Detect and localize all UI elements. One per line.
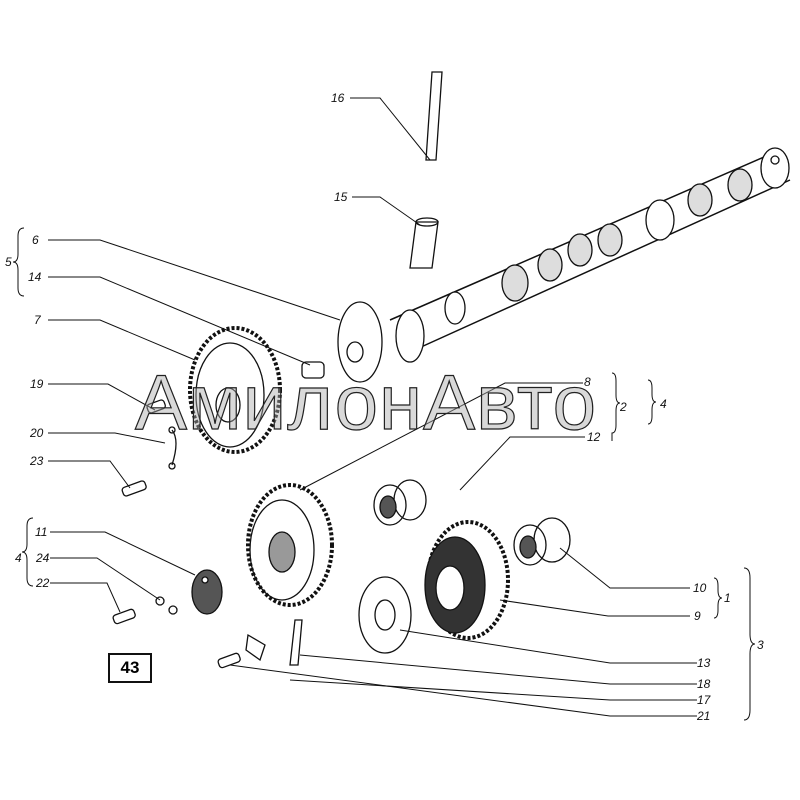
intermediate-gear — [246, 483, 334, 607]
callout-23: 23 — [30, 454, 44, 468]
callout-24: 24 — [36, 551, 50, 565]
leader-lines — [48, 97, 697, 717]
watermark: АмилонАвто — [134, 358, 598, 446]
callout-11: 11 — [35, 525, 48, 539]
callout-10: 10 — [693, 581, 707, 595]
callout-19: 19 — [30, 377, 44, 391]
camshaft-gear — [188, 326, 282, 454]
bolt-23 — [121, 480, 147, 497]
callout-16: 16 — [331, 91, 345, 105]
callout-4-right: 4 — [660, 397, 667, 411]
callout-15: 15 — [334, 190, 348, 204]
bolt-14 — [301, 361, 325, 379]
lock-plate-17 — [245, 633, 266, 662]
thrust-washer-13 — [358, 576, 412, 654]
lock-plate-20 — [168, 426, 177, 470]
callout-2: 2 — [620, 400, 627, 414]
push-rod — [425, 71, 443, 161]
callout-21: 21 — [697, 709, 711, 723]
callout-1: 1 — [724, 591, 731, 605]
flange-11 — [191, 569, 223, 615]
figure-number: 43 — [108, 653, 152, 683]
callout-8: 8 — [584, 375, 591, 389]
bolt-21 — [217, 652, 241, 669]
tappet — [409, 217, 439, 269]
callout-7: 7 — [34, 313, 41, 327]
callout-4-left: 4 — [15, 551, 22, 565]
lock-plate-24 — [155, 596, 178, 615]
callout-3: 3 — [757, 638, 764, 652]
callout-14: 14 — [28, 270, 42, 284]
bolt-22 — [112, 608, 136, 625]
callout-12: 12 — [587, 430, 601, 444]
bracket-18 — [289, 619, 303, 666]
callout-20: 20 — [30, 426, 44, 440]
crankshaft-gear — [424, 520, 510, 640]
callout-6: 6 — [32, 233, 39, 247]
camshaft — [337, 147, 791, 383]
pin-19 — [146, 399, 166, 414]
callout-17: 17 — [697, 693, 711, 707]
callout-22: 22 — [36, 576, 50, 590]
callout-5: 5 — [5, 255, 12, 269]
bushing-12 — [373, 479, 427, 526]
bushing-10 — [513, 517, 571, 566]
callout-13: 13 — [697, 656, 711, 670]
callout-18: 18 — [697, 677, 711, 691]
callout-9: 9 — [694, 609, 701, 623]
braces — [12, 227, 756, 721]
